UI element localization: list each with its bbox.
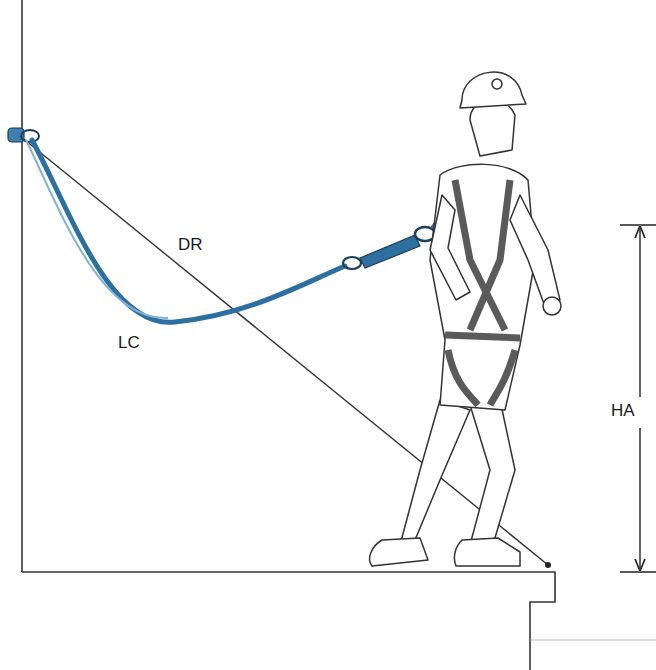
lanyard-highlight: [26, 140, 168, 318]
lanyard-label: LC: [116, 334, 142, 353]
lower-ground: [530, 640, 656, 641]
structure: [22, 0, 656, 670]
lanyard: [32, 140, 345, 322]
boot: [454, 538, 520, 566]
edge-point: [545, 562, 551, 568]
helmet: [460, 72, 526, 108]
harness: [445, 180, 520, 405]
height-dimension: [620, 225, 656, 572]
reference-line: [20, 136, 548, 565]
height-label: HA: [609, 402, 637, 421]
wall: [21, 0, 23, 572]
floor-slab-edge: [22, 572, 555, 670]
reference-line-label: DR: [176, 236, 205, 255]
boot: [370, 538, 428, 566]
worker-figure: [370, 72, 561, 566]
